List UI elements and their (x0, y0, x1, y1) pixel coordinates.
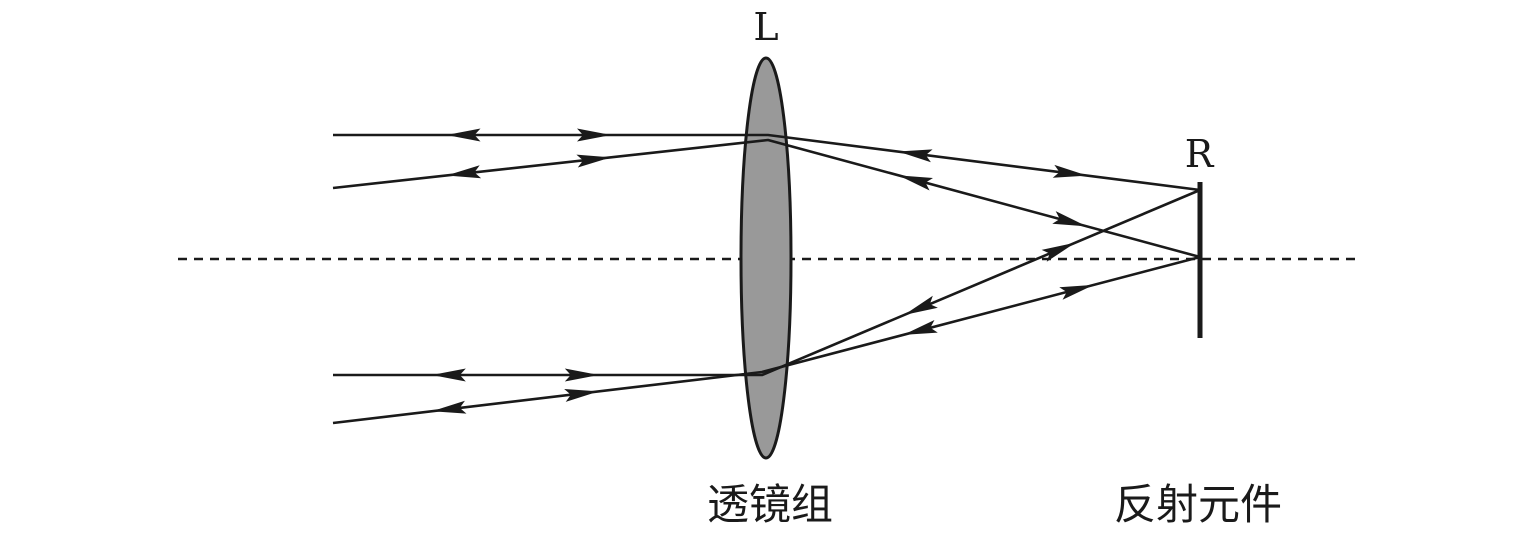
ray-arrowhead (1059, 284, 1094, 300)
ray-arrowhead (431, 368, 466, 382)
ray-arrowhead (446, 165, 482, 179)
ray-arrowhead (564, 388, 599, 402)
ray-arrowhead (446, 128, 481, 142)
ray-lower-slanted (332, 255, 1201, 425)
lens-caption: 透镜组 (707, 480, 833, 529)
mirror-caption: 反射元件 (1114, 480, 1282, 529)
lens-element (739, 56, 793, 460)
ray-arrowhead (898, 149, 933, 163)
mirror-label: R (1185, 132, 1215, 176)
lens-label: L (753, 5, 778, 49)
ray-upper-slanted (332, 138, 1201, 259)
ray-upper-horizontal (333, 133, 1201, 192)
ray-arrowhead (576, 154, 611, 168)
ray-arrowhead (564, 368, 599, 382)
ray-arrowhead (1052, 211, 1087, 227)
ray-arrowhead (903, 319, 938, 335)
ray-arrowhead (1052, 164, 1088, 178)
ray-arrowhead (431, 400, 467, 414)
ray-arrowhead (1041, 242, 1076, 262)
ray-arrowhead (577, 128, 611, 142)
arrowhead-group (431, 128, 1094, 414)
ray-arrowhead (904, 295, 938, 316)
ray-arrowhead (898, 175, 933, 191)
